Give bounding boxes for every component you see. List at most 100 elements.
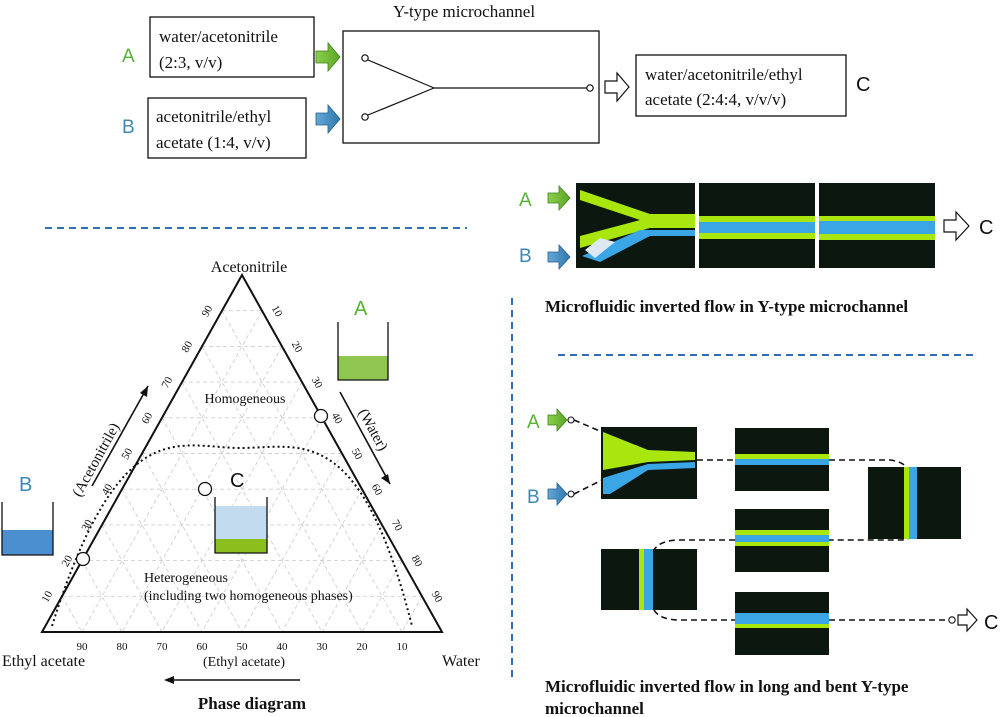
tick-label-left: 70	[159, 374, 175, 390]
y-channel-shape	[361, 54, 594, 121]
box-a-line2: (2:3, v/v)	[159, 53, 222, 72]
grid-line	[81, 560, 123, 633]
flow1-arrow-b-icon	[547, 243, 571, 271]
flow2-caption-line1: Microfluidic inverted flow in long and b…	[545, 677, 909, 696]
point-b-marker	[75, 551, 91, 567]
schematic: Y-type microchannel A water/acetonitrile…	[122, 2, 870, 159]
tick-label-right: 30	[309, 375, 325, 391]
grid-line	[141, 453, 243, 633]
flow2-arrow-c-icon	[957, 607, 978, 633]
binodal-curve	[51, 444, 413, 627]
flow2-inlet-b-port	[567, 490, 575, 498]
tick-label-bottom: 10	[397, 641, 409, 653]
region-homogeneous: Homogeneous	[205, 392, 286, 407]
arrow-c-icon	[604, 71, 630, 103]
flow1-image-mid	[699, 183, 815, 268]
axis-right-arrow	[339, 391, 391, 485]
beaker-c	[214, 497, 268, 554]
tick-label-left: 20	[59, 553, 75, 569]
tick-label-right: 20	[289, 339, 305, 355]
tick-label-bottom: 30	[317, 641, 329, 653]
region-heterogeneous-line1: Heterogeneous	[144, 571, 228, 586]
flow2-image-6	[735, 592, 829, 655]
grid-line	[61, 596, 83, 633]
ticks-bottom: 90 80 70 60 50 40 30 20 10	[77, 641, 409, 653]
y-channel-box	[342, 30, 600, 144]
apex-left-label: Ethyl acetate	[2, 653, 85, 670]
beaker-c-label: C	[230, 470, 244, 492]
ticks-right: 10 20 30 40 50 60 70 80 90	[269, 304, 445, 605]
apex-top-label: Acetonitrile	[211, 259, 287, 276]
region-heterogeneous-line2: (including two homogeneous phases)	[144, 589, 353, 604]
tick-label-bottom: 50	[237, 641, 249, 653]
tick-label-right: 70	[389, 518, 405, 534]
grid-line	[281, 488, 363, 633]
grid-line	[321, 524, 383, 633]
axis-right-arrowhead-icon	[381, 474, 390, 484]
flow-panel-1: A B C Microfluidic inverted flow in Y-ty…	[519, 183, 993, 316]
flow2-label-a: A	[527, 412, 540, 433]
tick-label-right: 90	[429, 589, 445, 605]
flow2-outlet-port	[948, 616, 956, 624]
schematic-label-c: C	[856, 74, 870, 96]
grid-line	[221, 310, 403, 633]
box-b	[147, 97, 307, 159]
tick-label-bottom: 80	[117, 641, 129, 653]
flow2-caption-line2: microchannel	[545, 699, 644, 717]
phase-diagram-caption: Phase diagram	[198, 694, 306, 713]
tick-label-bottom: 60	[197, 641, 209, 653]
axis-left-label: (Acetonitrile)	[70, 420, 124, 499]
axis-left-arrowhead-icon	[140, 386, 148, 397]
beaker-a	[337, 322, 389, 381]
flow1-label-a: A	[519, 190, 532, 211]
flow2-arrow-a-icon	[547, 407, 568, 433]
box-a	[149, 16, 315, 78]
flow1-image-end	[819, 183, 935, 268]
arrow-a-icon	[315, 41, 341, 73]
tick-label-left: 50	[119, 446, 135, 462]
schematic-label-b: B	[122, 117, 135, 138]
schematic-label-a: A	[122, 46, 135, 67]
axis-left-arrow	[91, 385, 149, 487]
tick-label-right: 10	[269, 304, 285, 320]
tick-label-bottom: 90	[77, 641, 89, 653]
grid-line	[201, 346, 363, 633]
flow2-image-5	[601, 549, 697, 610]
tick-label-right: 50	[349, 446, 365, 462]
flow2-image-junction	[601, 427, 697, 499]
tick-label-right: 60	[369, 482, 385, 498]
tick-label-left: 80	[179, 339, 195, 355]
flow1-label-c: C	[979, 217, 993, 239]
flow2-label-c: C	[984, 612, 998, 634]
point-c-marker	[197, 481, 213, 497]
box-c-line1: water/acetonitrile/ethyl	[645, 65, 803, 84]
tick-label-right: 40	[329, 411, 345, 427]
flow2-inlet-a-port	[567, 416, 575, 424]
flow2-image-4	[735, 509, 829, 572]
tick-label-bottom: 70	[157, 641, 169, 653]
box-c-line2: acetate (2:4:4, v/v/v)	[645, 90, 786, 109]
beaker-b	[1, 502, 54, 556]
tick-label-left: 10	[39, 589, 55, 605]
tick-label-bottom: 20	[357, 641, 369, 653]
flow1-caption: Microfluidic inverted flow in Y-type mic…	[545, 297, 908, 316]
flow1-label-b: B	[519, 246, 532, 267]
tick-label-right: 80	[409, 553, 425, 569]
tick-label-left: 30	[79, 517, 95, 533]
beaker-a-label: A	[354, 298, 368, 320]
tick-label-left: 90	[199, 303, 215, 319]
flow1-image-junction	[576, 183, 695, 268]
box-a-line1: water/acetonitrile	[159, 27, 278, 46]
grid-line	[81, 310, 263, 633]
tick-label-bottom: 40	[277, 641, 289, 653]
grid-line	[401, 596, 423, 633]
box-c	[635, 54, 847, 117]
flow2-arrow-b-icon	[547, 481, 568, 507]
flow2-image-3	[868, 467, 961, 539]
flow-panel-2: A B C	[527, 407, 998, 717]
grid-line	[241, 453, 343, 633]
flow2-image-2	[735, 428, 829, 491]
axis-bottom-arrowhead-icon	[164, 676, 174, 684]
